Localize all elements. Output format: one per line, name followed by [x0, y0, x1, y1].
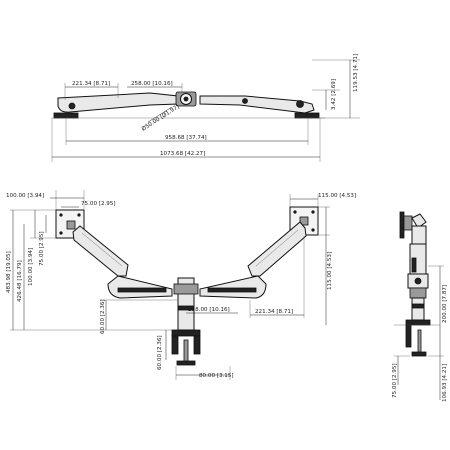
side-vesa-plate: [399, 211, 405, 239]
dim-front-left-w1: 100.00 [3.94]: [6, 193, 44, 199]
side-clamp-screw: [417, 329, 422, 353]
side-clamp-back: [405, 324, 412, 348]
front-view: 100.00 [3.94] 75.00 [2.95] 483.98 [19.05…: [6, 190, 356, 380]
dim-front-right-w: 115.00 [4.53]: [318, 193, 356, 199]
top-mid-joint: [242, 98, 248, 104]
side-clamp-pad: [411, 351, 427, 357]
dim-top-width2: 1073.68 [42.27]: [160, 151, 205, 157]
dim-front-left-h1: 100.00 [3.94]: [28, 248, 34, 286]
top-right-arm: [199, 95, 315, 114]
side-clamp-top: [405, 319, 431, 326]
dim-front-left-h2: 75.00 [2.95]: [39, 231, 45, 266]
dim-side-clamp-depth: 75.00 [2.95]: [392, 363, 398, 398]
front-right-tilt-head: [299, 216, 309, 226]
dim-front-center-span: 258.00 [10.16]: [188, 307, 230, 313]
top-view: 221.34 [8.71] 258.00 [10.16] 3.42 [2.69]…: [51, 54, 360, 162]
dim-front-left-w2: 75.00 [2.95]: [81, 201, 116, 207]
front-clamp-screw: [183, 339, 189, 363]
top-right-joint: [296, 100, 304, 108]
front-clamp-pad: [176, 360, 196, 366]
dim-front-offset: 221.34 [8.71]: [255, 309, 293, 315]
front-right-lower-arm-rail: [207, 287, 257, 293]
top-pole-core: [183, 96, 189, 102]
side-head-link: [411, 213, 427, 229]
dim-top-height2: 119.53 [4.71]: [353, 54, 359, 92]
side-upper-arm: [411, 225, 427, 245]
dim-side-h1: 200.00 [7.87]: [442, 285, 448, 323]
dim-top-height1: 3.42 [2.69]: [331, 79, 337, 110]
side-view: 200.00 [7.87] 75.00 [2.95] 106.93 [4.21]: [392, 211, 448, 402]
front-right-lower-arm: [199, 275, 267, 299]
dim-top-width1: 958.68 [37.74]: [165, 135, 207, 141]
top-left-vesa-plate: [53, 112, 79, 119]
front-pole-collar: [173, 283, 199, 295]
top-right-vesa-plate: [294, 112, 320, 119]
front-left-tilt-head: [66, 220, 76, 230]
side-elbow: [409, 287, 427, 299]
front-left-upper-arm: [72, 225, 129, 277]
front-clamp-side: [171, 335, 179, 355]
front-left-lower-arm-rail: [117, 287, 167, 293]
dim-top-offset: 221.34 [8.71]: [72, 81, 110, 87]
dim-front-clamp-w: 80.00 [3.15]: [199, 373, 234, 379]
dim-front-h-total2: 426.48 [16.79]: [17, 260, 23, 302]
dim-front-base-h: 60.00 [2.36]: [157, 335, 163, 370]
dim-top-span: 258.00 [10.16]: [131, 81, 173, 87]
side-tilt-head: [403, 215, 413, 231]
dim-front-right-h: 115.00 [4.53]: [327, 252, 333, 290]
dim-front-h-total1: 483.98 [19.05]: [6, 251, 12, 293]
front-left-lower-arm: [107, 275, 173, 299]
front-clamp-top: [171, 329, 201, 337]
dim-front-h-small: 60.00 [2.36]: [100, 299, 106, 334]
front-right-upper-arm: [247, 221, 307, 277]
side-pole: [411, 297, 425, 321]
dim-side-clamp-range: 106.93 [4.21]: [442, 364, 448, 402]
top-left-joint: [68, 102, 76, 110]
